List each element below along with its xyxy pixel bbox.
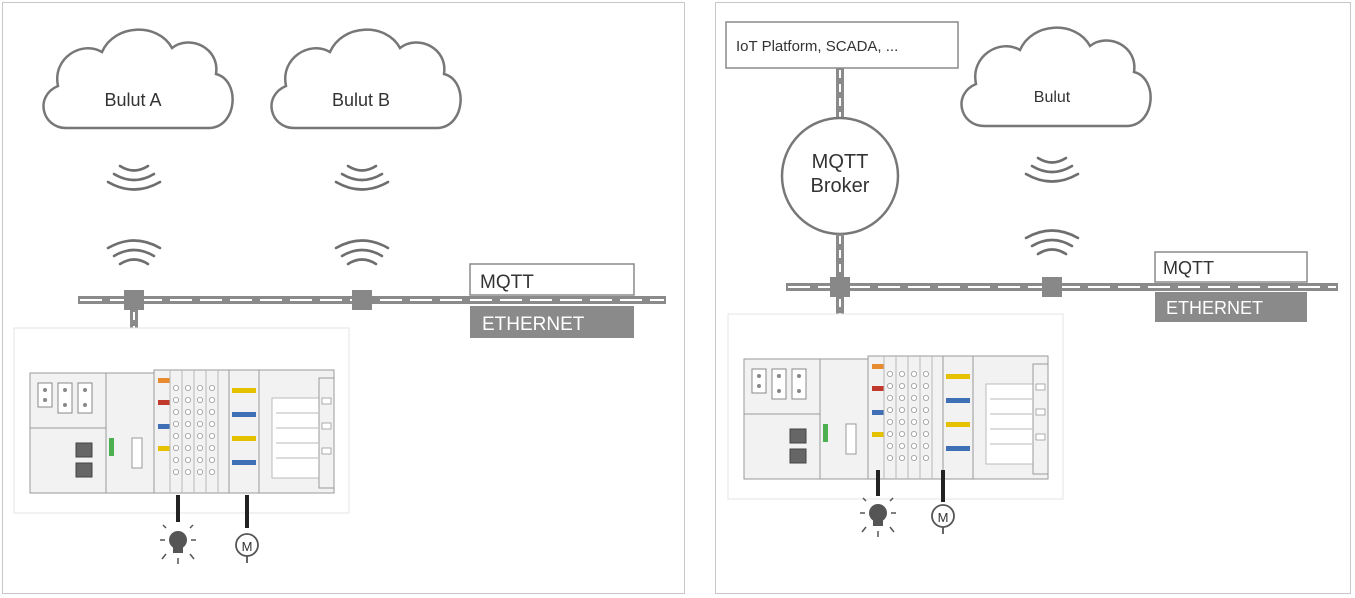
mqtt-label: MQTT [480,272,534,293]
cloud-icon [42,28,234,130]
ethernet-label-box [470,306,634,338]
platform-label: IoT Platform, SCADA, ... [736,38,898,55]
wireless-signal-icon [334,164,390,191]
wireless-signal-icon [334,239,390,266]
wireless-signal-icon [1024,229,1080,256]
network-switch-icon [830,277,850,297]
wireless-signal-icon [106,239,162,266]
wireless-signal-icon [106,164,162,191]
motor-symbol: M [242,539,253,554]
broker-label-line2: Broker [811,175,870,197]
controller-device-icon [727,313,1064,500]
ethernet-label-box [1155,292,1307,322]
motor-icon: M [235,533,259,563]
platform-box [725,21,959,69]
mqtt-label: MQTT [1163,258,1214,278]
cloud-label: Bulut [1034,89,1071,106]
mqtt-label-box [1154,251,1308,283]
ethernet-label: ETHERNET [1166,298,1263,318]
broker-label-line1: MQTT [812,151,869,173]
network-switch-icon [352,290,372,310]
network-switch-icon [124,290,144,310]
cloud-icon [270,28,462,130]
network-switch-icon [1042,277,1062,297]
lamp-icon [159,524,197,565]
cloud-label: Bulut B [332,90,390,110]
lamp-icon [859,497,897,538]
cloud-label: Bulut A [104,90,161,110]
motor-icon: M [931,504,955,534]
cloud-icon [960,26,1152,128]
controller-device-icon [13,327,350,514]
wireless-signal-icon [1024,156,1080,183]
motor-symbol: M [938,510,949,525]
mqtt-label-box [469,263,635,296]
ethernet-label: ETHERNET [482,314,585,335]
